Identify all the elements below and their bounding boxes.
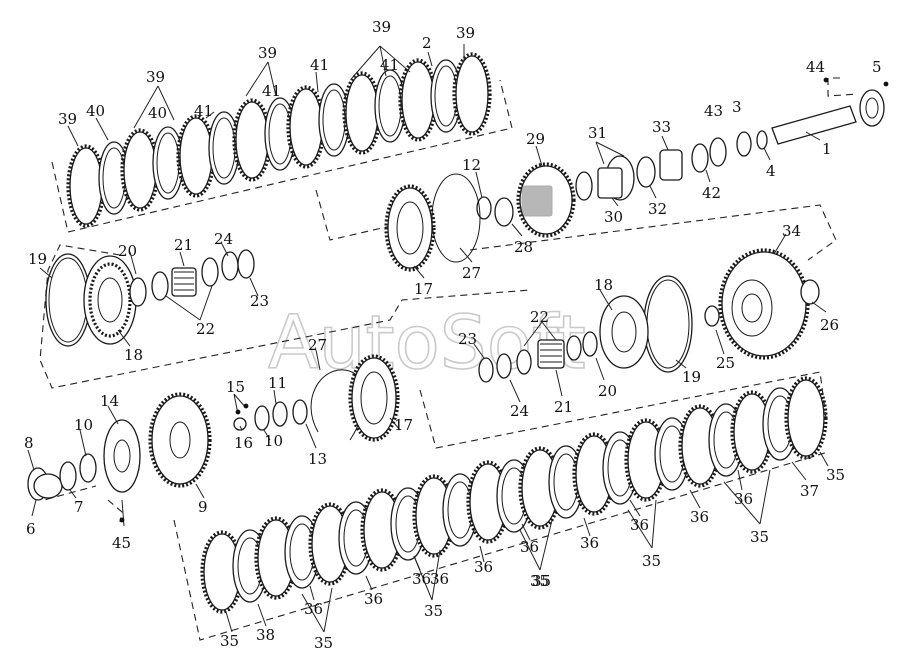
callout-3: 3 — [732, 98, 742, 116]
callout-39-d: 39 — [372, 18, 391, 36]
callout-41-d: 41 — [380, 56, 399, 74]
callout-26: 26 — [820, 316, 839, 334]
callout-35-c: 35 — [642, 552, 661, 570]
callout-42: 42 — [702, 184, 721, 202]
callout-34: 34 — [782, 222, 801, 240]
bottom-clutch-pack — [200, 376, 828, 614]
callout-8: 8 — [24, 434, 34, 452]
callout-19-b: 19 — [682, 368, 701, 386]
callout-5: 5 — [872, 58, 882, 76]
callout-29: 29 — [526, 130, 545, 148]
assembly-line-bottom-box — [173, 451, 829, 641]
callout-36-c: 36 — [630, 516, 649, 534]
callout-9: 9 — [198, 498, 208, 516]
assembly-line-shaft — [827, 77, 859, 97]
callout-40-b: 40 — [148, 104, 167, 122]
callout-15: 15 — [226, 378, 245, 396]
callout-36-b: 36 — [690, 508, 709, 526]
callout-40-a: 40 — [86, 102, 105, 120]
callout-10-b: 10 — [74, 416, 93, 434]
callout-38: 38 — [256, 626, 275, 644]
assembly-line-top-to-mid — [315, 189, 409, 241]
callout-36-i: 36 — [304, 600, 323, 618]
callout-23-b: 23 — [458, 330, 477, 348]
callout-39-b: 39 — [146, 68, 165, 86]
assembly-line-mid-upper — [469, 204, 837, 261]
callout-13: 13 — [308, 450, 327, 468]
right-drum-group — [310, 248, 820, 442]
callout-20-a: 20 — [118, 242, 137, 260]
callout-36-g: 36 — [412, 570, 431, 588]
callout-41-c: 41 — [310, 56, 329, 74]
assembly-line-top-box — [51, 79, 513, 233]
callout-35-f: 35 — [314, 634, 333, 652]
callout-27-b: 27 — [308, 336, 327, 354]
callout-7: 7 — [74, 498, 84, 516]
assembly-line-mid-loop — [39, 244, 531, 389]
callout-4: 4 — [766, 162, 776, 180]
callout-12: 12 — [462, 156, 481, 174]
callout-28: 28 — [514, 238, 533, 256]
callout-labels: 39 40 39 40 41 39 41 41 39 41 2 39 44 5 … — [24, 18, 882, 652]
callout-27-a: 27 — [462, 264, 481, 282]
callout-18-a: 18 — [124, 346, 143, 364]
callout-22-a: 22 — [196, 320, 215, 338]
callout-41-a: 41 — [194, 102, 213, 120]
callout-35-d: 35 — [530, 572, 549, 590]
watermark: AutoSoft — [268, 300, 586, 386]
callout-17-b: 17 — [394, 416, 413, 434]
callout-32: 32 — [648, 200, 667, 218]
leader-lines — [27, 44, 829, 633]
callout-24-b: 24 — [510, 402, 529, 420]
input-shaft-group — [384, 89, 885, 272]
callout-16: 16 — [234, 434, 253, 452]
callout-35-e: 35 — [424, 602, 443, 620]
callout-39-c: 39 — [258, 44, 277, 62]
callout-20-b: 20 — [598, 382, 617, 400]
callout-6: 6 — [26, 520, 36, 538]
callout-21-b: 21 — [554, 398, 573, 416]
callout-45: 45 — [112, 534, 131, 552]
callout-17-a: 17 — [414, 280, 433, 298]
callout-2: 2 — [422, 34, 432, 52]
callout-37: 37 — [800, 482, 819, 500]
callout-36-j: 36 — [430, 570, 449, 588]
top-clutch-pack — [66, 52, 492, 228]
callout-43: 43 — [704, 102, 723, 120]
callout-36-h: 36 — [364, 590, 383, 608]
callout-36-a: 36 — [734, 490, 753, 508]
callout-10-a: 10 — [264, 432, 283, 450]
lower-left-group — [27, 392, 308, 501]
callout-11: 11 — [268, 374, 287, 392]
marker-dots — [119, 77, 889, 523]
callout-18-b: 18 — [594, 276, 613, 294]
assembly-line-lower — [419, 371, 827, 449]
callout-35-b: 35 — [750, 528, 769, 546]
callout-44: 44 — [806, 58, 825, 76]
callout-33: 33 — [652, 118, 671, 136]
callout-31: 31 — [588, 124, 607, 142]
callout-30: 30 — [604, 208, 623, 226]
callout-36-f: 36 — [474, 558, 493, 576]
callout-1: 1 — [822, 140, 832, 158]
callout-22-b: 22 — [530, 308, 549, 326]
callout-39-a: 39 — [58, 110, 77, 128]
callout-36-e: 36 — [520, 538, 539, 556]
callout-23-a: 23 — [250, 292, 269, 310]
callout-35-h: 35 — [532, 572, 551, 590]
callout-14: 14 — [100, 392, 119, 410]
callout-36-d: 36 — [580, 534, 599, 552]
left-piston-group — [45, 249, 255, 347]
callout-19-a: 19 — [28, 250, 47, 268]
callout-35-a: 35 — [826, 466, 845, 484]
callout-24-a: 24 — [214, 230, 233, 248]
callout-39-e: 39 — [456, 24, 475, 42]
callout-41-b: 41 — [262, 82, 281, 100]
callout-25: 25 — [716, 354, 735, 372]
callout-21-a: 21 — [174, 236, 193, 254]
callout-35-g: 35 — [220, 632, 239, 650]
